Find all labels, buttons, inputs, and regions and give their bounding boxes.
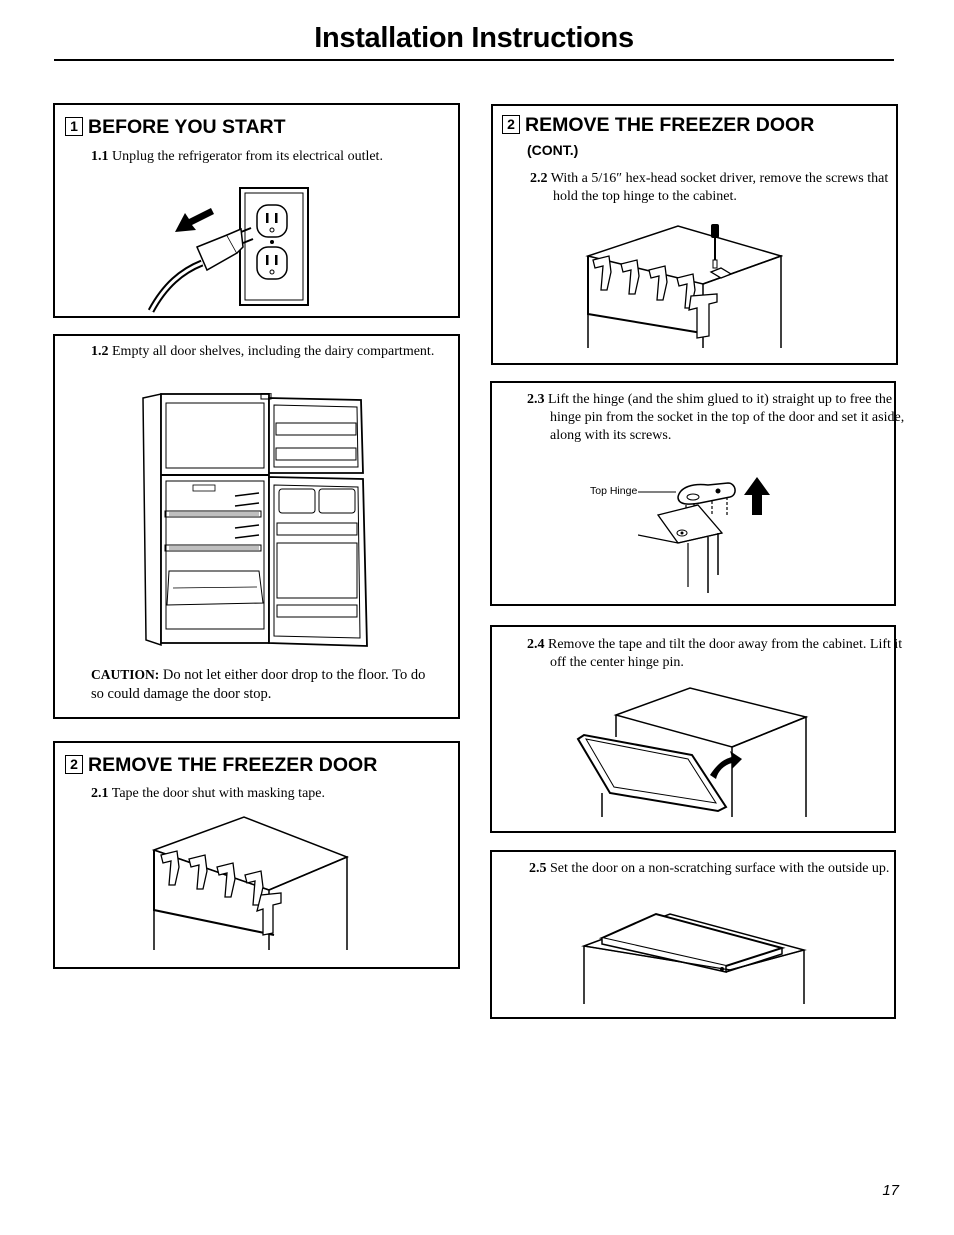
panel-lift-hinge: 2.3 Lift the hinge (and the shim glued t… [490, 381, 904, 606]
step-number: 2.1 [91, 786, 109, 801]
step-text: With a 5/16″ hex-head socket driver, rem… [550, 171, 889, 204]
section-continued-label: (CONT.) [527, 142, 579, 158]
step-1-1: 1.1 Unplug the refrigerator from its ele… [91, 148, 454, 166]
step-text: Empty all door shelves, including the da… [112, 344, 435, 359]
door-on-surface-illustration [581, 912, 807, 1004]
panel-remove-hinge-screws: 2 REMOVE THE FREEZER DOOR (CONT.) 2.2 Wit… [491, 104, 898, 365]
step-number: 2.4 [527, 637, 545, 652]
section-number-badge: 2 [502, 115, 520, 134]
section-heading-before-you-start: 1 BEFORE YOU START [65, 116, 286, 139]
step-2-5: 2.5 Set the door on a non-scratching sur… [529, 860, 907, 878]
step-number: 1.2 [91, 344, 109, 359]
unplug-outlet-illustration [147, 187, 309, 313]
panel-before-you-start: 1 BEFORE YOU START 1.1 Unplug the refrige… [53, 103, 460, 318]
page-number: 17 [882, 1182, 899, 1199]
top-hinge-callout: Top Hinge [590, 485, 638, 497]
step-text: Tape the door shut with masking tape. [111, 786, 326, 801]
section-heading-remove-freezer-door-cont: 2 REMOVE THE FREEZER DOOR [502, 114, 814, 137]
step-number: 2.5 [529, 861, 547, 876]
step-2-3: 2.3 Lift the hinge (and the shim glued t… [527, 391, 910, 445]
panel-set-door-down: 2.5 Set the door on a non-scratching sur… [490, 850, 896, 1019]
caution-text: Do not let either door drop to the floor… [91, 667, 426, 702]
section-heading-text: REMOVE THE FREEZER DOOR [88, 754, 378, 776]
step-2-1: 2.1 Tape the door shut with masking tape… [91, 785, 454, 803]
step-number: 2.2 [530, 171, 548, 186]
hinge-screws-illustration [585, 224, 783, 348]
tilt-door-illustration [576, 687, 809, 817]
taped-freezer-door-illustration [151, 816, 349, 950]
step-number: 1.1 [91, 149, 109, 164]
section-heading-text: REMOVE THE FREEZER DOOR [525, 114, 815, 136]
step-text: Set the door on a non-scratching surface… [550, 861, 890, 876]
section-number-badge: 2 [65, 755, 83, 774]
step-text: Lift the hinge (and the shim glued to it… [548, 392, 905, 443]
step-2-2: 2.2 With a 5/16″ hex-head socket driver,… [530, 170, 913, 206]
caution-note: CAUTION: Do not let either door drop to … [91, 665, 431, 704]
step-1-2: 1.2 Empty all door shelves, including th… [91, 343, 454, 361]
open-refrigerator-illustration [142, 393, 368, 647]
step-2-4: 2.4 Remove the tape and tilt the door aw… [527, 636, 910, 672]
title-rule [54, 59, 894, 61]
caution-label: CAUTION: [91, 667, 160, 682]
step-text: Unplug the refrigerator from its electri… [112, 149, 383, 164]
step-text: Remove the tape and tilt the door away f… [548, 637, 903, 670]
section-heading-remove-freezer-door: 2 REMOVE THE FREEZER DOOR [65, 754, 377, 777]
panel-empty-shelves: 1.2 Empty all door shelves, including th… [53, 334, 460, 719]
lift-hinge-illustration [638, 477, 770, 593]
step-number: 2.3 [527, 392, 545, 407]
page-title: Installation Instructions [314, 22, 634, 54]
section-number-badge: 1 [65, 117, 83, 136]
panel-tilt-door: 2.4 Remove the tape and tilt the door aw… [490, 625, 902, 833]
panel-remove-freezer-door: 2 REMOVE THE FREEZER DOOR 2.1 Tape the do… [53, 741, 460, 969]
section-heading-text: BEFORE YOU START [88, 116, 286, 138]
